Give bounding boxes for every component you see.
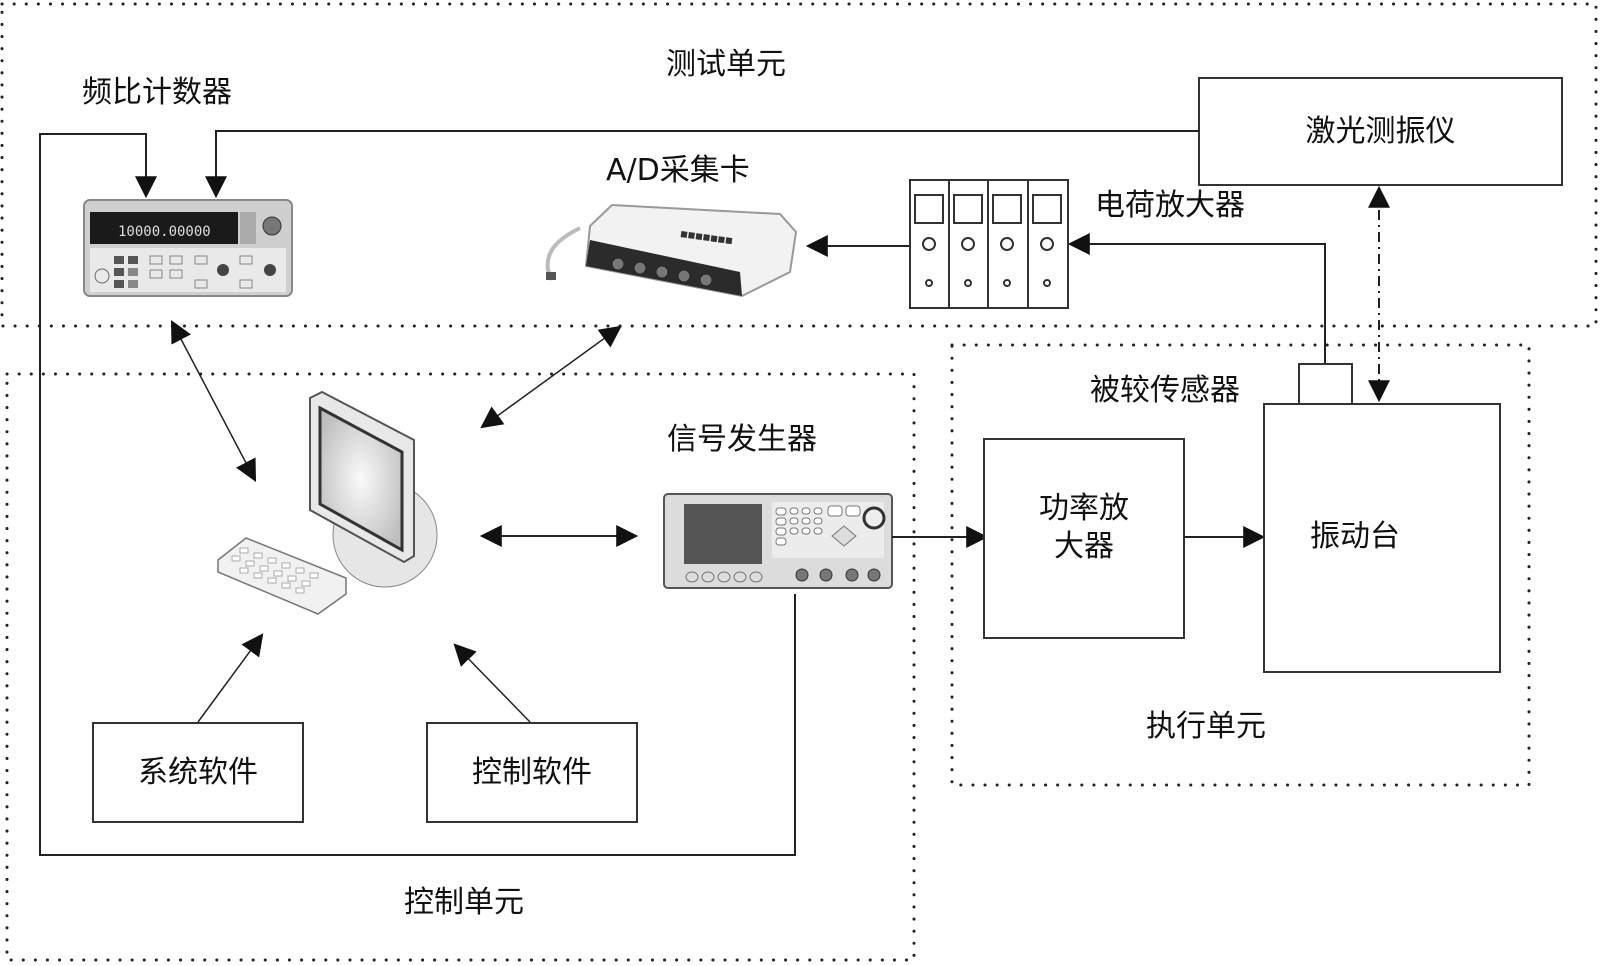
control-software-arrow (453, 643, 531, 723)
charge-amplifier-label: 电荷放大器 (1095, 188, 1245, 223)
computer-device[interactable] (217, 390, 438, 615)
power-amplifier-label-line2: 大器 (1054, 528, 1114, 564)
test-unit-border (0, 2, 1598, 328)
counter-computer-link (170, 320, 257, 482)
frequency-counter-device[interactable]: 10000.00000 (83, 199, 293, 297)
power-amplifier-box[interactable] (983, 438, 1185, 639)
sensor-to-charge-amp-line (1067, 233, 1326, 363)
control-unit-label: 控制单元 (404, 885, 524, 920)
ad-card-device[interactable]: ■■■■■■■ (545, 203, 798, 298)
ad-computer-link (480, 325, 622, 429)
vibration-table-box[interactable] (1263, 403, 1501, 673)
control-unit-border (5, 372, 916, 962)
compared-sensor-box[interactable] (1298, 363, 1353, 405)
signal-generator-label: 信号发生器 (667, 422, 817, 457)
control-software-label: 控制软件 (472, 754, 592, 790)
laser-vibrometer-label: 激光测振仪 (1305, 113, 1456, 149)
laser-to-counter-line (205, 130, 1199, 199)
counter-display: 10000.00000 (118, 224, 211, 240)
system-software-box[interactable] (92, 722, 304, 823)
signal-generator-device[interactable] (663, 493, 893, 589)
charge-amplifier-device[interactable] (909, 179, 1069, 309)
system-software-arrow (197, 633, 264, 723)
power-amplifier-label-line1: 功率放 (1039, 491, 1129, 526)
laser-vibrometer-box[interactable] (1198, 77, 1563, 186)
execution-unit-label: 执行单元 (1146, 709, 1266, 744)
execution-unit-border (950, 343, 1531, 787)
control-software-box[interactable] (426, 722, 638, 823)
power-amplifier-label: 功率放 大器 (984, 490, 1184, 565)
compared-sensor-label: 被较传感器 (1090, 373, 1240, 408)
generator-to-counter-line (39, 133, 796, 856)
test-unit-label: 测试单元 (666, 47, 786, 82)
ad-card-label: A/D采集卡 (606, 153, 750, 188)
system-software-label: 系统软件 (138, 754, 258, 790)
vibration-table-label: 振动台 (1310, 519, 1400, 554)
frequency-counter-label: 频比计数器 (82, 75, 232, 110)
